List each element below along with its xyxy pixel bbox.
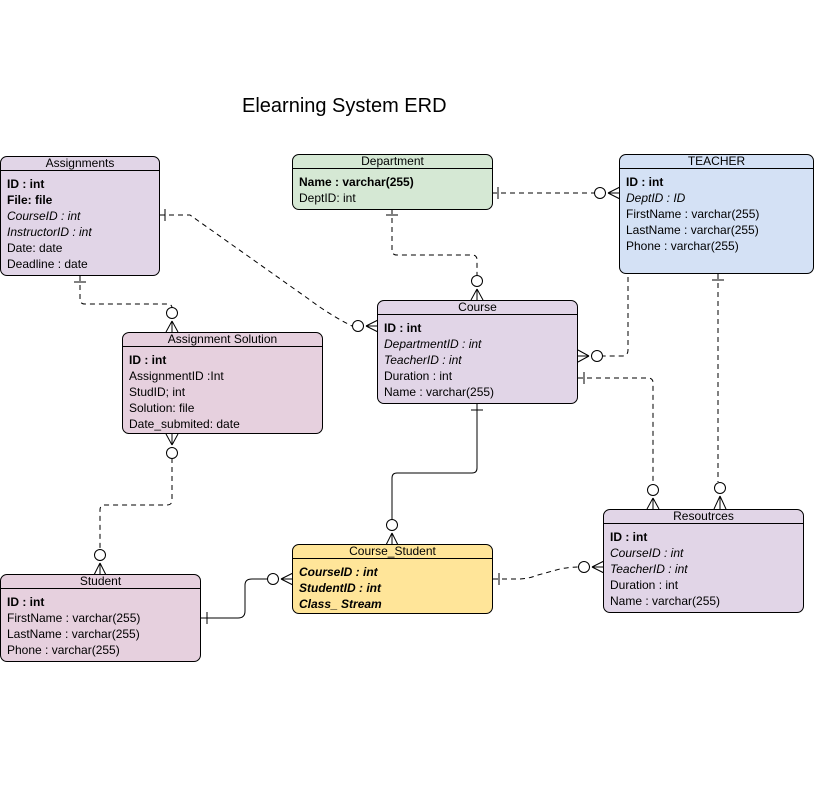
entity-field: ID : int [610, 530, 648, 544]
entity-field: Phone : varchar(255) [7, 643, 120, 657]
diagram-title: Elearning System ERD [242, 95, 447, 117]
entity-field: Date_submited: date [129, 417, 240, 431]
entity-field: InstructorID : int [7, 225, 92, 239]
rel-course-course-student [385, 404, 483, 546]
entity-field: DeptID : ID [626, 191, 686, 205]
entity-field: DepartmentID : int [384, 337, 482, 351]
entity-field: Name : varchar(255) [384, 385, 495, 399]
entity-field: LastName : varchar(255) [7, 627, 140, 641]
entity-field: CourseID : int [610, 546, 684, 560]
entity-field: StudentID : int [299, 581, 381, 595]
entity-header: Department [293, 155, 492, 169]
rel-course-student-resources [493, 560, 605, 585]
entity-fields: Name : varchar(255) DeptID: int [293, 169, 492, 206]
rel-assignments-assignment-solution [74, 276, 179, 333]
entity-header: Assignments [1, 157, 159, 171]
entity-field: TeacherID : int [610, 562, 688, 576]
entity-field: ID : int [7, 595, 45, 609]
entity-field: Phone : varchar(255) [626, 239, 739, 253]
rel-department-course [386, 209, 484, 301]
entity-field: ID : int [129, 353, 167, 367]
entity-field: Duration : int [384, 369, 453, 383]
rel-assignments-course [160, 209, 379, 333]
entity-header: Course [378, 301, 577, 315]
entity-field: Solution: file [129, 401, 195, 415]
entity-header: Assignment Solution [123, 333, 322, 347]
rel-teacher-course [577, 268, 634, 363]
rel-assignment-solution-student [93, 433, 179, 576]
entity-field: Duration : int [610, 578, 679, 592]
rel-student-course-student [201, 572, 294, 624]
entity-field: ID : int [626, 175, 664, 189]
entity-field: Name : varchar(255) [610, 594, 721, 608]
entity-field: Deadline : date [7, 257, 88, 271]
entity-field: Class_ Stream [299, 597, 382, 611]
entity-header: Student [1, 575, 200, 589]
entity-field: FirstName : varchar(255) [7, 611, 141, 625]
entity-header: Resoutrces [604, 510, 803, 524]
entity-field: Date: date [7, 241, 63, 255]
entity-department[interactable]: Department Name : varchar(255) DeptID: in… [292, 154, 493, 210]
entity-field: AssignmentID :Int [129, 369, 224, 383]
entity-field: TeacherID : int [384, 353, 462, 367]
entity-field: ID : int [384, 321, 422, 335]
entity-field: FirstName : varchar(255) [626, 207, 760, 221]
entity-field: CourseID : int [7, 209, 81, 223]
entity-field: LastName : varchar(255) [626, 223, 759, 237]
rel-teacher-resources [712, 274, 727, 510]
entity-header: Course_Student [293, 545, 492, 559]
entity-field: Name : varchar(255) [299, 175, 414, 189]
entity-field: StudID; int [129, 385, 186, 399]
entity-field: DeptID: int [299, 191, 356, 205]
rel-course-resources [578, 372, 660, 510]
rel-department-teacher [492, 186, 621, 200]
entity-field: ID : int [7, 177, 45, 191]
entity-field: CourseID : int [299, 565, 378, 579]
entity-header: TEACHER [620, 155, 813, 169]
entity-field: File: file [7, 193, 53, 207]
